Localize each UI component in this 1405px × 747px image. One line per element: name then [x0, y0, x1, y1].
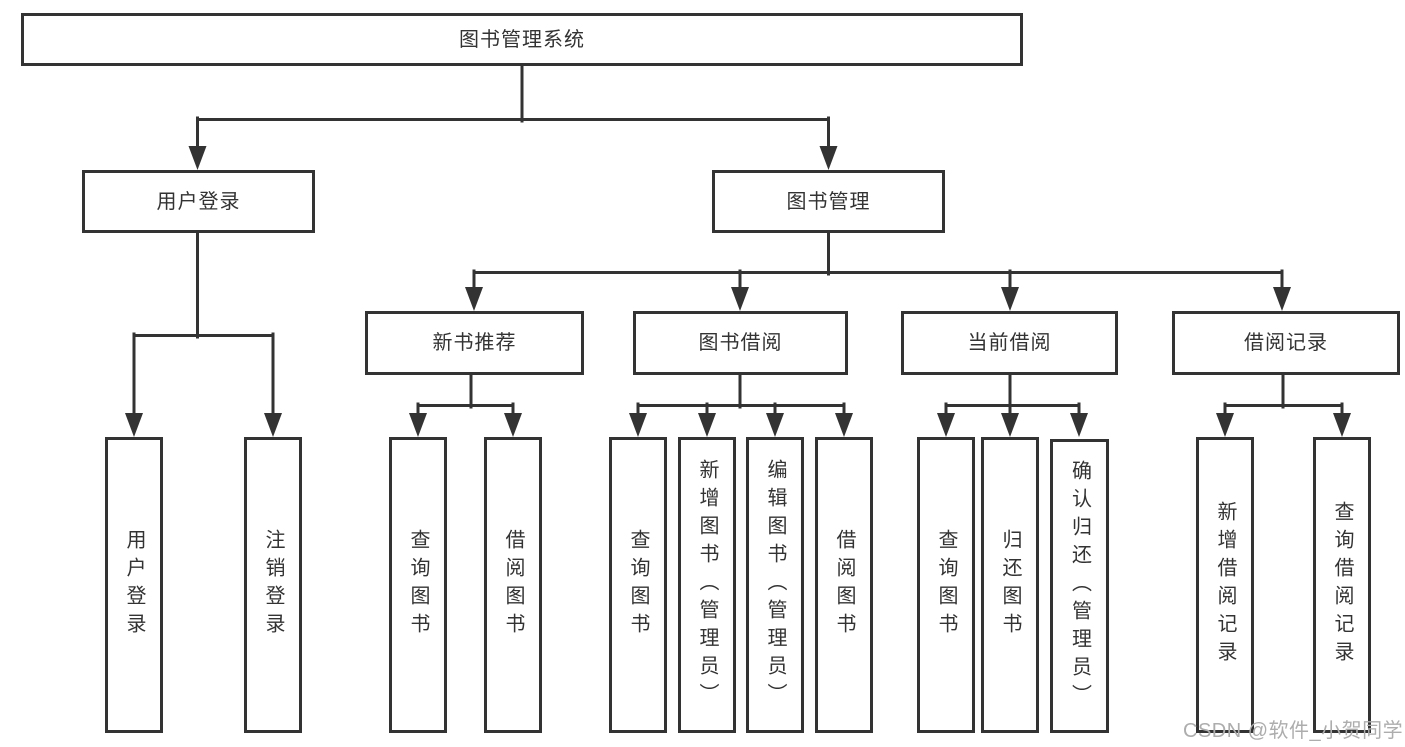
leaf-add-borrow-record: 新增借阅记录	[1196, 437, 1254, 733]
node-user-login: 用户登录	[82, 170, 315, 233]
leaf-confirm-return-admin: 确认归还（管理员）	[1050, 439, 1109, 733]
node-borrowing-records: 借阅记录	[1172, 311, 1400, 375]
node-label: 确认归还（管理员）	[1068, 460, 1091, 712]
leaf-query-borrow-record: 查询借阅记录	[1313, 437, 1371, 733]
leaf-query-books-current: 查询图书	[917, 437, 975, 733]
leaf-borrow-books-recommend: 借阅图书	[484, 437, 542, 733]
leaf-add-books-admin: 新增图书（管理员）	[678, 437, 736, 733]
node-label: 当前借阅	[967, 332, 1052, 354]
node-book-management: 图书管理	[712, 170, 945, 233]
node-current-borrowing: 当前借阅	[901, 311, 1118, 375]
node-new-book-recommendation: 新书推荐	[365, 311, 584, 375]
node-label: 图书管理	[786, 190, 871, 213]
node-label: 查询图书	[935, 529, 957, 641]
node-label: 注销登录	[262, 529, 284, 641]
leaf-query-books-recommend: 查询图书	[389, 437, 447, 733]
node-book-borrowing: 图书借阅	[633, 311, 848, 375]
leaf-return-books: 归还图书	[981, 437, 1039, 733]
node-library-system-root: 图书管理系统	[21, 13, 1023, 66]
node-label: 新增图书（管理员）	[696, 459, 718, 711]
node-label: 查询图书	[627, 529, 649, 641]
node-label: 新书推荐	[432, 332, 517, 354]
node-label: 查询图书	[407, 529, 429, 641]
watermark-text: CSDN @软件_小贺同学	[1183, 720, 1404, 742]
node-label: 借阅图书	[502, 529, 524, 641]
node-label: 图书借阅	[698, 332, 783, 354]
node-label: 用户登录	[156, 190, 241, 213]
node-label: 查询借阅记录	[1331, 501, 1353, 669]
node-label: 用户登录	[123, 529, 145, 641]
node-label: 借阅记录	[1244, 332, 1328, 354]
leaf-borrow-books: 借阅图书	[815, 437, 873, 733]
node-label: 借阅图书	[833, 529, 855, 641]
node-label: 编辑图书（管理员）	[764, 459, 786, 711]
leaf-edit-books-admin: 编辑图书（管理员）	[746, 437, 804, 733]
node-label: 图书管理系统	[459, 28, 585, 51]
node-label: 归还图书	[999, 529, 1021, 641]
leaf-user-login: 用户登录	[105, 437, 163, 733]
leaf-logout-login: 注销登录	[244, 437, 302, 733]
node-label: 新增借阅记录	[1214, 501, 1236, 669]
leaf-query-books-borrow: 查询图书	[609, 437, 667, 733]
